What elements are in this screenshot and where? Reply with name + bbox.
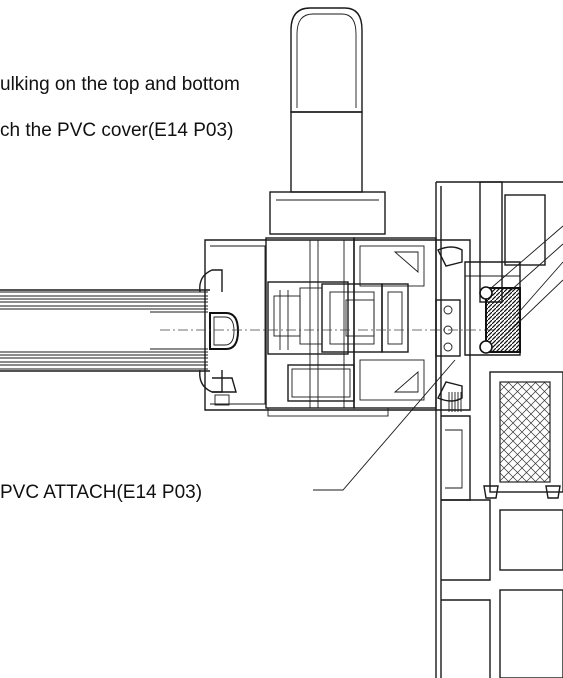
- note-line-2: ch the PVC cover(E14 P03): [0, 120, 233, 141]
- note-line-1: ulking on the top and bottom: [0, 74, 240, 95]
- sash-profile: [199, 237, 471, 417]
- handle: [269, 7, 386, 235]
- pvc-gasket: [479, 286, 521, 354]
- callout-label: PVC ATTACH(E14 P03): [0, 482, 202, 503]
- outer-frame: [435, 181, 563, 678]
- leader-lines: [313, 225, 563, 491]
- glazing-unit: [0, 289, 240, 372]
